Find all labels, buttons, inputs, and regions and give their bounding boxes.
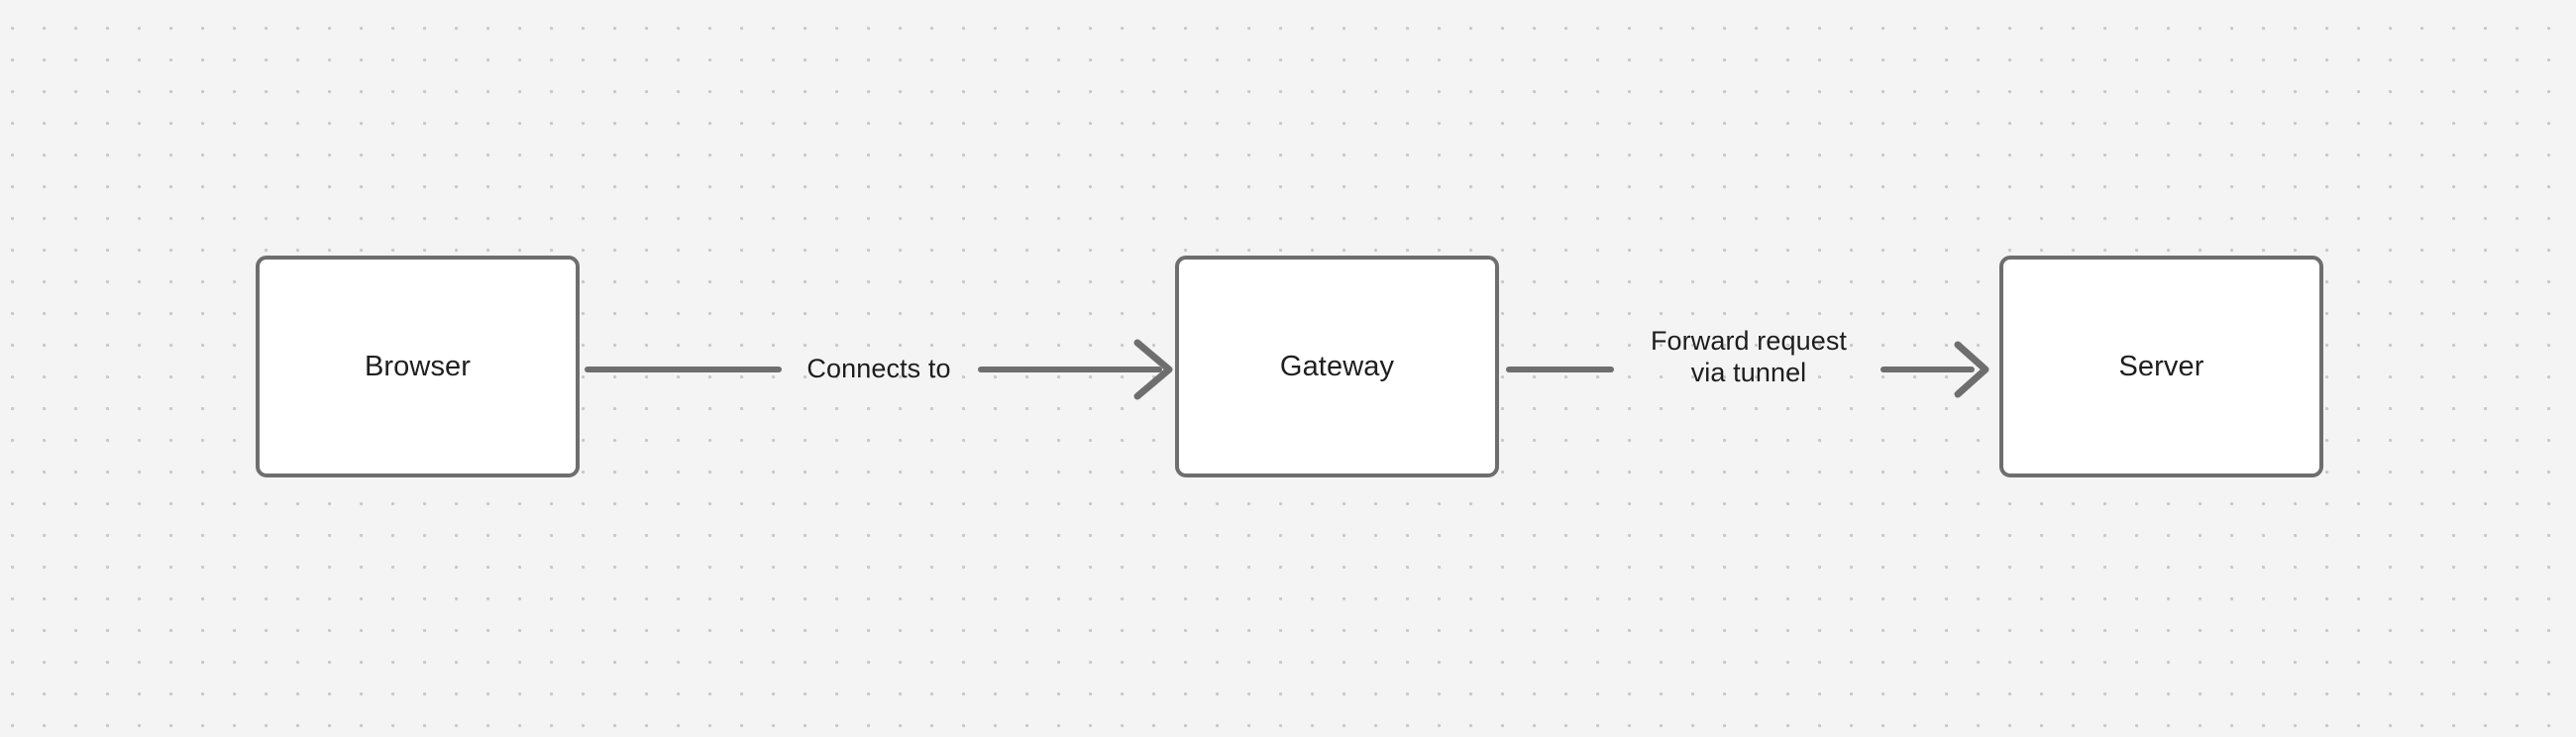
edge-1-arrowhead xyxy=(1133,339,1173,400)
edge-label-forward-request-via-tunnel[interactable]: Forward request via tunnel xyxy=(1650,326,1848,387)
node-browser-label: Browser xyxy=(364,350,472,382)
node-gateway-label: Gateway xyxy=(1279,350,1395,382)
edge-2-arrowhead xyxy=(1954,341,1989,398)
node-server-label: Server xyxy=(2118,350,2204,382)
node-server[interactable]: Server xyxy=(1999,256,2323,477)
node-gateway[interactable]: Gateway xyxy=(1175,256,1499,477)
node-browser[interactable]: Browser xyxy=(256,256,580,477)
edge-label-connects-to[interactable]: Connects to xyxy=(806,354,951,383)
